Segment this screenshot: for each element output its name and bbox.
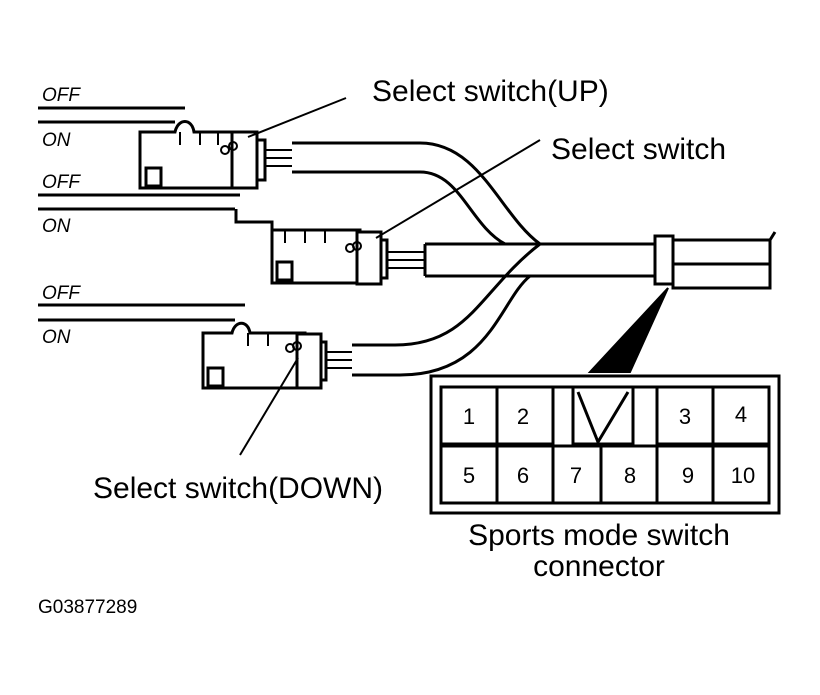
select-switch-down — [201, 321, 328, 390]
pin-4: 4 — [735, 402, 747, 427]
connector-pointer — [587, 287, 669, 373]
down-off-label: OFF — [42, 283, 81, 304]
pin-10: 10 — [731, 463, 755, 488]
pin-1: 1 — [463, 404, 475, 429]
pin-7: 7 — [570, 463, 582, 488]
switch-state-lines — [38, 106, 245, 322]
figure-code: G03877289 — [38, 597, 137, 618]
down-on-label: ON — [42, 327, 71, 348]
pin-2: 2 — [517, 404, 529, 429]
label-select-switch-down: Select switch(DOWN) — [93, 472, 383, 505]
label-connector-line1: Sports mode switch — [468, 519, 730, 552]
wire-harness — [265, 141, 655, 377]
pin-8: 8 — [624, 463, 636, 488]
pin-9: 9 — [682, 463, 694, 488]
pin-3: 3 — [679, 404, 691, 429]
leader-lines — [239, 97, 541, 456]
connector-housing — [653, 231, 777, 290]
middle-off-label: OFF — [42, 172, 81, 193]
pin-6: 6 — [517, 463, 529, 488]
label-select-switch: Select switch — [551, 133, 726, 166]
label-select-switch-up: Select switch(UP) — [372, 75, 609, 108]
up-off-label: OFF — [42, 85, 81, 106]
pin-5: 5 — [463, 463, 475, 488]
label-connector-line2: connector — [533, 550, 665, 583]
sports-mode-switch-connector — [429, 374, 781, 515]
select-switch-middle — [234, 209, 389, 286]
up-on-label: ON — [42, 130, 71, 151]
select-switch-up — [138, 120, 267, 190]
middle-on-label: ON — [42, 216, 71, 237]
